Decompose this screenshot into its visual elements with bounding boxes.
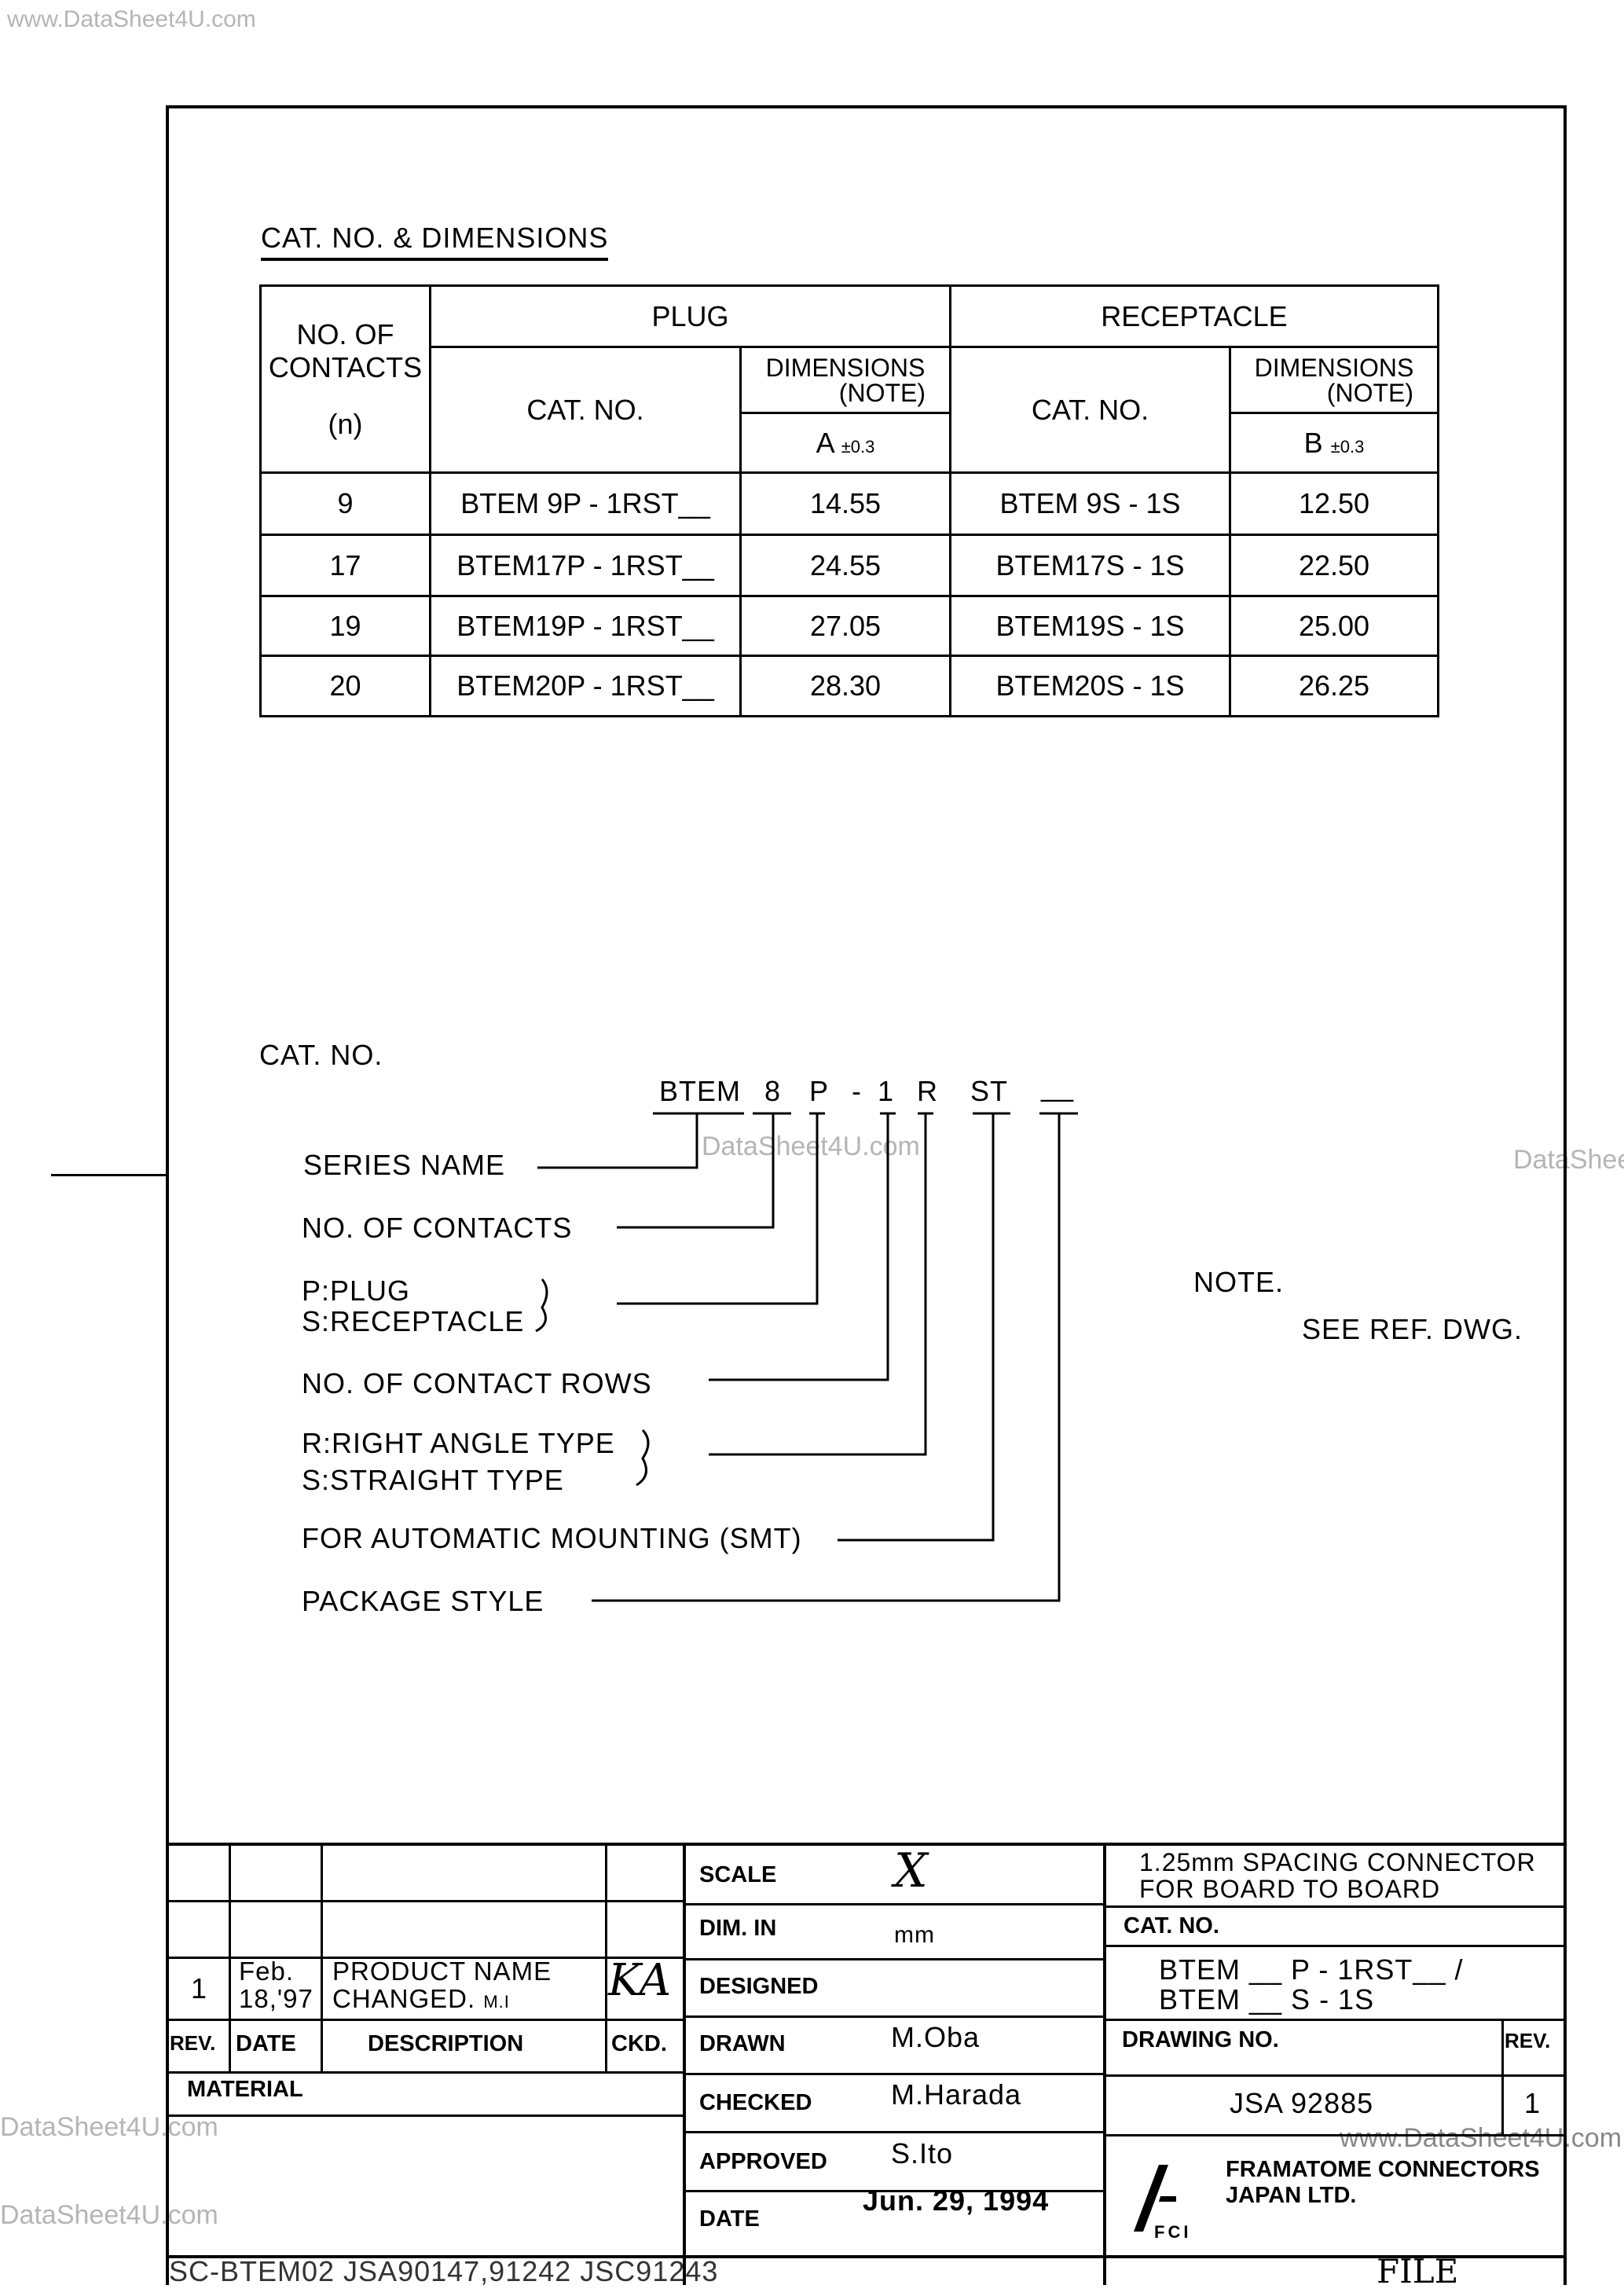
watermark: www.DataSheet4U.com [7,6,256,32]
date-label: DATE [699,2206,760,2232]
code-contacts: 8 [764,1075,782,1107]
footer-refs: SC-BTEM02 JSA90147,91242 JSC91243 [169,2255,719,2287]
code-rows: 1 [878,1075,895,1107]
leader-rows [709,1112,896,1381]
code-type: P [809,1075,830,1107]
header-dimensions-b: DIMENSIONS(NOTE) [1229,346,1439,414]
header-receptacle: RECEPTACLE [949,284,1439,348]
watermark: DataShee [1513,1145,1624,1175]
drawn-label: DRAWN [699,2031,786,2056]
rev-date-1: Feb. [239,1957,295,1986]
header-ckd: CKD. [611,2031,667,2056]
label-plug: P:PLUG [302,1275,411,1307]
label-rows: NO. OF CONTACT ROWS [302,1367,652,1399]
code-package: __ [1041,1070,1075,1102]
rev-number: 1 [191,1972,208,2004]
rev-date-2: 18,'97 [239,1984,313,2013]
checked-value: M.Harada [891,2078,1022,2111]
leader-smt [838,1112,1010,1542]
approved-value: S.Ito [891,2137,954,2169]
header-rev: REV. [170,2031,216,2055]
rev-desc-2: CHANGED. M.I [332,1984,510,2013]
footer-file: FILE [1377,2252,1459,2290]
revision-value: 1 [1524,2087,1542,2119]
company-name-2: JAPAN LTD. [1226,2183,1357,2208]
watermark: DataSheet4U.com [0,2200,218,2230]
label-series: SERIES NAME [303,1149,506,1181]
margin-line [51,1174,166,1176]
approved-label: APPROVED [699,2149,827,2174]
watermark: DataSheet4U.com [702,1131,920,1161]
label-contacts: NO. OF CONTACTS [302,1212,573,1244]
code-smt: ST [970,1075,1009,1107]
dim-label: DIM. IN [699,1916,777,1941]
label-straight: S:STRAIGHT TYPE [302,1464,564,1496]
header-plug: PLUG [429,284,951,348]
brace-plug [535,1278,548,1333]
leader-type [617,1112,825,1305]
drawing-no-label: DRAWING NO. [1122,2027,1279,2052]
catno-line-1: BTEM __ P - 1RST__ / [1159,1953,1464,1986]
watermark: DataSheet4U.com [0,2112,218,2142]
label-smt: FOR AUTOMATIC MOUNTING (SMT) [302,1522,802,1554]
header-a: A ±0.3 [739,412,951,474]
title-block-bottom [166,2255,1567,2258]
brace-angle [636,1429,650,1487]
leader-angle [709,1112,933,1456]
scale-value: X [894,1843,928,1898]
label-package: PACKAGE STYLE [302,1585,544,1617]
header-dimensions-a: DIMENSIONS(NOTE) [739,346,951,414]
header-contacts: NO. OF CONTACTS(n) [259,284,431,474]
drawn-value: M.Oba [891,2021,981,2053]
code-series: BTEM [659,1075,742,1107]
label-receptacle: S:RECEPTACLE [302,1305,525,1337]
header-plug-catno: CAT. NO. [429,346,742,474]
header-date: DATE [236,2031,296,2056]
dim-value: mm [894,1922,935,1948]
material-label: MATERIAL [187,2077,303,2102]
header-description: DESCRIPTION [368,2031,524,2056]
drawing-frame [166,105,1567,2285]
drawing-number: JSA 92885 [1230,2087,1374,2119]
catno-line-2: BTEM __ S - 1S [1159,1983,1375,2015]
designed-label: DESIGNED [699,1974,819,1999]
note-text: SEE REF. DWG. [1302,1313,1523,1345]
leader-package [592,1112,1078,1602]
fci-logo-icon [1134,2165,1176,2232]
drawing-title-1: 1.25mm SPACING CONNECTOR [1139,1848,1536,1876]
catno-title: CAT. NO. [259,1039,383,1071]
scale-label: SCALE [699,1862,777,1887]
leader-contacts [617,1112,791,1229]
rev-label: REV. [1505,2029,1551,2052]
header-rec-catno: CAT. NO. [949,346,1231,474]
drawing-title-2: FOR BOARD TO BOARD [1139,1875,1441,1903]
catno-label: CAT. NO. [1124,1913,1219,1938]
rev-desc-1: PRODUCT NAME [332,1957,552,1986]
checked-label: CHECKED [699,2090,812,2115]
company-name-1: FRAMATOME CONNECTORS [1226,2157,1540,2182]
section-title: CAT. NO. & DIMENSIONS [261,222,609,261]
note-title: NOTE. [1193,1266,1285,1298]
title-block-top [166,1843,1567,1846]
label-right-angle: R:RIGHT ANGLE TYPE [302,1427,615,1459]
header-b: B ±0.3 [1229,412,1439,474]
code-dash: - [852,1075,862,1107]
fci-logo: FCI [1127,2153,1188,2247]
leader-series [537,1112,744,1169]
checker-initials: KA [608,1955,672,2006]
dimensions-table: NO. OF CONTACTS(n) PLUG RECEPTACLE CAT. … [259,284,1439,717]
watermark: www.DataSheet4U.com [1340,2123,1622,2153]
code-angle: R [917,1075,938,1107]
date-value: Jun. 29, 1994 [863,2184,1050,2217]
